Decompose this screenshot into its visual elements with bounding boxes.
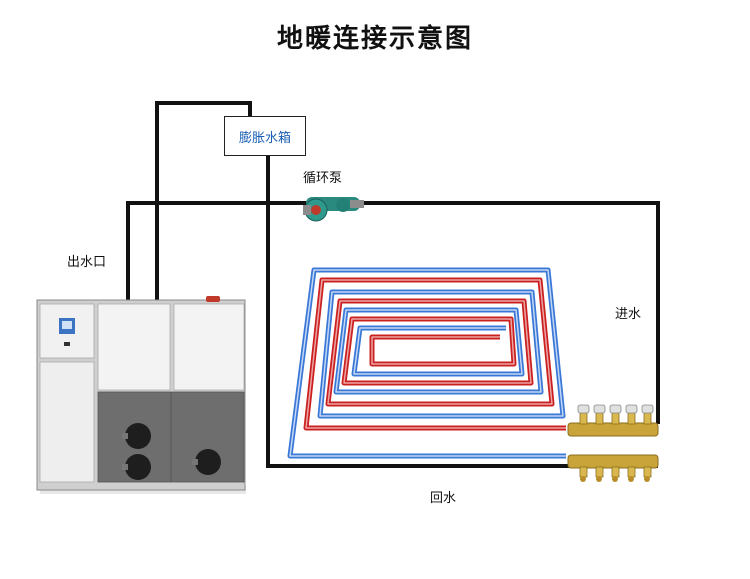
pump-label: 循环泵 [303, 171, 343, 186]
diagram-title: 地暖连接示意图 [276, 24, 473, 54]
inlet-label: 进水 [615, 307, 642, 322]
supply-manifold [567, 404, 659, 437]
boiler-door-icon [125, 423, 221, 480]
supply-coil-core [305, 279, 566, 429]
return-manifold [567, 454, 659, 482]
expansion-tank: 膨胀水箱 [224, 116, 306, 156]
main-pipe-loop [126, 101, 660, 468]
outlet-label: 出水口 [67, 255, 107, 270]
boiler-unit [36, 296, 246, 494]
return-label: 回水 [430, 491, 457, 506]
supply-coil [303, 277, 566, 431]
circulation-pump-icon [303, 197, 364, 222]
return-coil-core [289, 269, 566, 457]
